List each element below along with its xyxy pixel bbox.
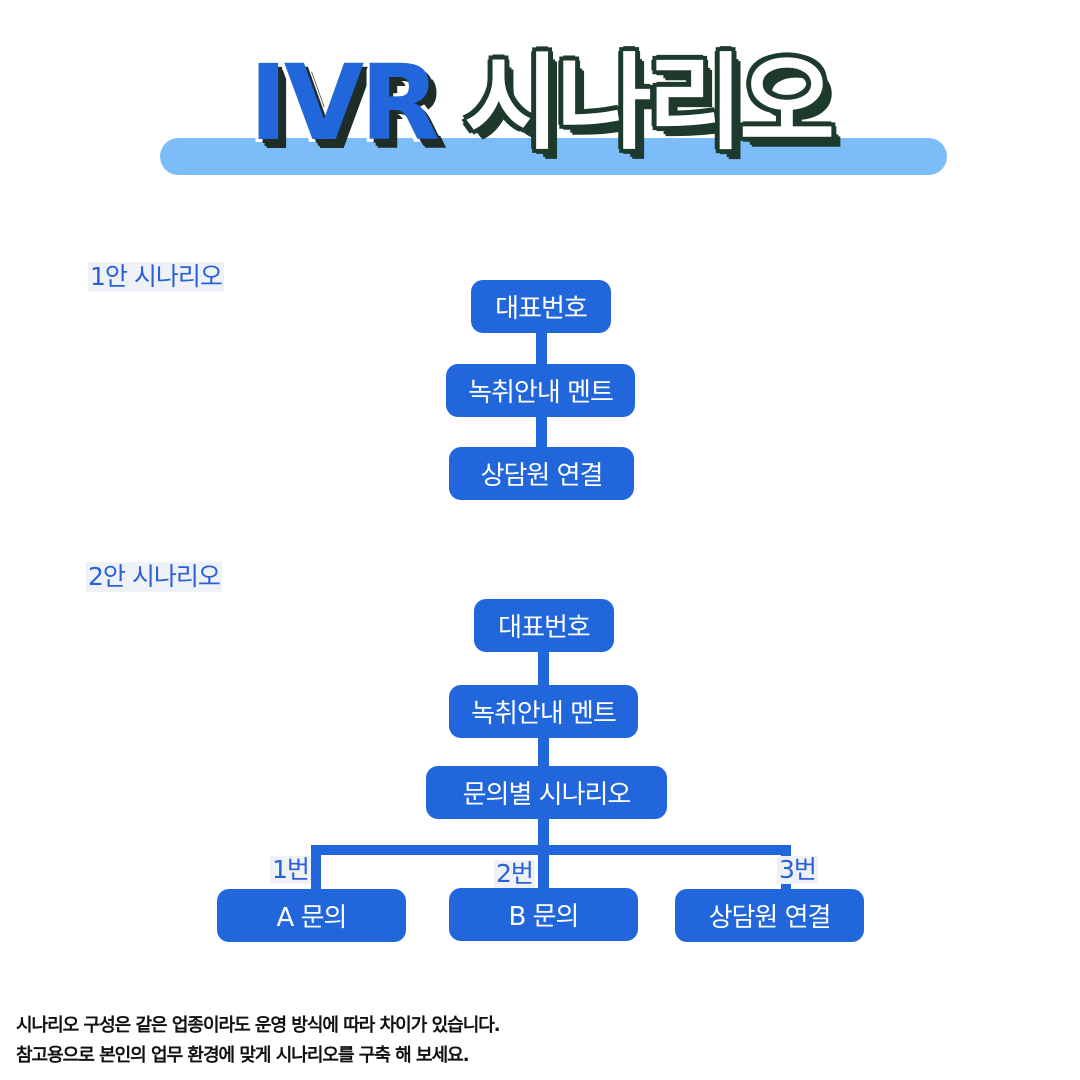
title-highlight-bar (160, 138, 947, 175)
scenario1-label: 1안 시나리오 (88, 262, 224, 292)
footer-note-2: 참고용으로 본인의 업무 환경에 맞게 시나리오를 구축 해 보세요. (16, 1045, 470, 1066)
branch-node-b-inquiry: B 문의 (449, 888, 638, 941)
scenario1-node-recording-notice: 녹취안내 멘트 (446, 364, 635, 417)
scenario2-node-recording-notice: 녹취안내 멘트 (449, 685, 638, 738)
scenario2-branch-left (311, 845, 321, 893)
branch-node-agent-connect: 상담원 연결 (675, 889, 864, 942)
scenario2-branch-bar (311, 845, 791, 855)
scenario1-node-agent-connect: 상담원 연결 (449, 447, 634, 500)
scenario2-trunk-connector (538, 640, 549, 855)
scenario1-node-main-number: 대표번호 (471, 280, 611, 333)
branch-node-a-inquiry: A 문의 (217, 889, 406, 942)
scenario2-label: 2안 시나리오 (86, 562, 222, 592)
scenario2-node-inquiry-scenario: 문의별 시나리오 (426, 766, 667, 819)
scenario2-branch-center (538, 845, 549, 893)
branch-label-2: 2번 (494, 859, 535, 888)
footer-note-1: 시나리오 구성은 같은 업종이라도 운영 방식에 따라 차이가 있습니다. (16, 1015, 501, 1036)
title-ivr: IVR (249, 42, 440, 164)
branch-label-3: 3번 (777, 855, 818, 884)
scenario2-node-main-number: 대표번호 (474, 599, 614, 652)
branch-label-1: 1번 (270, 855, 311, 884)
title-scenario: 시나리오 (464, 42, 835, 164)
